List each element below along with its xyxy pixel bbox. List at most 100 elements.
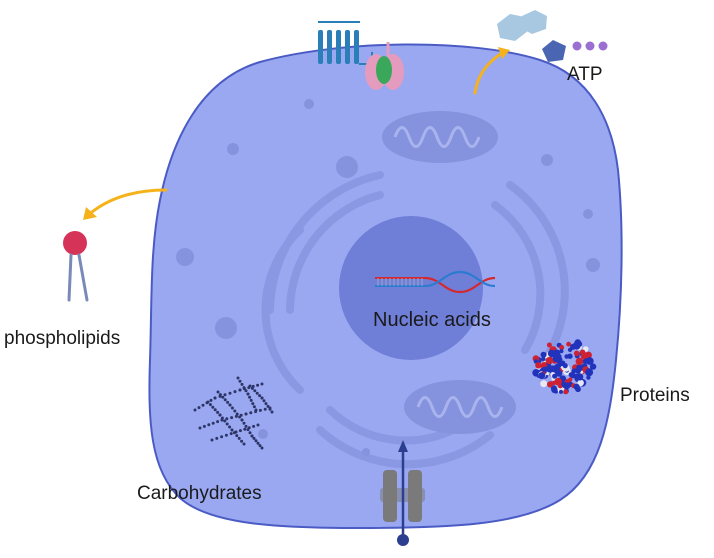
phospholipids-label: phospholipids: [4, 328, 121, 349]
protein-atom: [535, 362, 542, 369]
carbohydrate-chains-icon: [193, 376, 274, 450]
protein-atom: [540, 380, 548, 388]
sugar-unit: [202, 424, 206, 428]
sugar-unit: [206, 400, 210, 404]
nucleic-acids-label: Nucleic acids: [373, 309, 491, 331]
atp-label: ATP: [567, 64, 603, 85]
mitochondrion-bottom: [404, 380, 516, 434]
sugar-unit: [256, 423, 260, 427]
nucleus: [339, 216, 483, 360]
sugar-unit: [238, 429, 242, 433]
sugar-unit: [218, 413, 222, 417]
sugar-unit: [226, 400, 230, 404]
sugar-unit: [233, 390, 237, 394]
sugar-unit: [246, 428, 250, 432]
sugar-unit: [198, 426, 202, 430]
phospholipid-export-arrow-icon: [83, 188, 168, 220]
protein-atom: [546, 365, 554, 373]
sugar-unit: [216, 410, 220, 414]
sugar-unit: [201, 403, 205, 407]
sugar-unit: [270, 410, 274, 414]
protein-atom: [545, 357, 553, 365]
protein-atom: [576, 341, 583, 347]
sugar-unit: [223, 398, 227, 402]
sugar-unit: [209, 398, 213, 402]
dna-helix-icon: [375, 270, 496, 294]
sugar-unit: [238, 415, 242, 419]
sugar-unit: [244, 389, 248, 393]
sugar-unit: [238, 388, 242, 392]
sugar-unit: [268, 407, 272, 411]
sugar-unit: [230, 416, 234, 420]
sugar-unit: [258, 394, 262, 398]
sugar-unit: [237, 436, 241, 440]
sugar-unit: [197, 406, 201, 410]
protein-atom: [553, 389, 558, 394]
sugar-unit: [208, 403, 212, 407]
protein-atom: [554, 377, 562, 386]
sugar-unit: [220, 435, 224, 439]
sugar-unit: [249, 398, 253, 402]
sugar-unit: [266, 404, 270, 408]
protein-atom: [566, 341, 571, 347]
sugar-unit: [216, 420, 220, 424]
sugar-unit: [225, 417, 229, 421]
sugar-unit: [210, 438, 214, 442]
protein-atom: [555, 369, 563, 377]
sugar-unit: [254, 439, 258, 443]
protein-atom: [568, 377, 573, 382]
protein-atom: [577, 379, 584, 387]
sugar-unit: [215, 436, 219, 440]
sugar-unit: [255, 391, 259, 395]
protein-atom: [547, 381, 554, 388]
sugar-unit: [240, 382, 244, 386]
sugar-unit: [252, 436, 256, 440]
sugar-unit: [256, 383, 260, 387]
sugar-unit: [218, 393, 222, 397]
protein-atom: [552, 354, 561, 363]
sugar-unit: [223, 419, 227, 423]
sugar-unit: [244, 424, 248, 428]
protein-atom: [541, 356, 546, 362]
sugar-unit: [229, 432, 233, 436]
sugar-unit: [234, 414, 238, 418]
sugar-unit: [216, 390, 220, 394]
protein-atom: [553, 349, 561, 357]
protein-atom: [559, 349, 564, 354]
mitochondrion-top: [382, 111, 498, 163]
protein-atom: [538, 372, 546, 380]
protein-atom: [573, 350, 580, 357]
phospholipid-molecule-icon: [63, 231, 89, 302]
sugar-unit: [238, 379, 242, 383]
sugar-unit: [251, 402, 255, 406]
vesicles: [176, 99, 600, 456]
sugar-unit: [242, 421, 246, 425]
sugar-unit: [211, 405, 215, 409]
sugar-unit: [248, 384, 252, 388]
sugar-unit: [243, 427, 247, 431]
sugar-unit: [240, 418, 244, 422]
protein-structure-icon: [532, 339, 597, 395]
protein-atom: [589, 363, 597, 370]
sugar-unit: [246, 392, 250, 396]
sugar-unit: [260, 382, 264, 386]
sugar-unit: [233, 409, 237, 413]
sugar-unit: [236, 376, 240, 380]
protein-atom: [540, 351, 547, 358]
protein-atom: [546, 342, 552, 348]
protein-atom: [576, 373, 584, 381]
protein-atom: [588, 358, 594, 364]
protein-atom: [559, 345, 565, 350]
sugar-unit: [253, 389, 257, 393]
protein-atom: [585, 368, 594, 377]
protein-atom: [579, 349, 586, 355]
atp-release-arrow-icon: [473, 47, 510, 95]
sugar-unit: [193, 408, 197, 412]
carbohydrates-label: Carbohydrates: [137, 483, 262, 504]
sugar-unit: [260, 446, 264, 450]
sugar-unit: [225, 422, 229, 426]
protein-atom: [562, 363, 568, 369]
protein-atom: [563, 389, 569, 395]
sugar-unit: [221, 395, 225, 399]
